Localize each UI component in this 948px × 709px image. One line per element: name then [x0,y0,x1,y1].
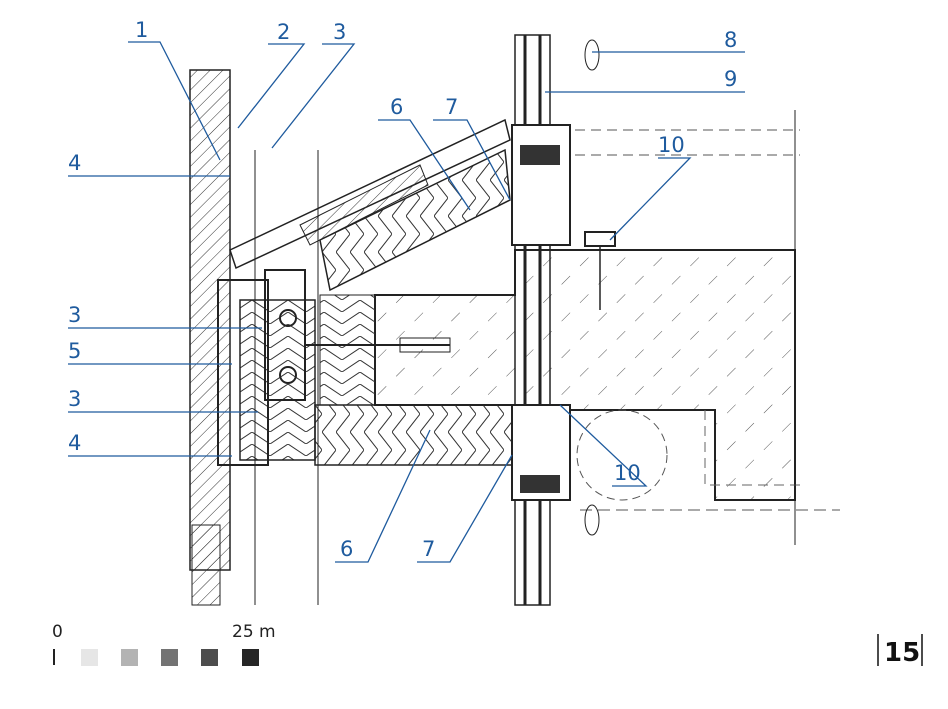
insulation-band [239,294,516,466]
callout-9: 9 [724,67,737,91]
scale-swatch-4 [201,649,218,666]
callout-10b: 10 [614,461,641,485]
callout-8: 8 [724,28,737,52]
interior-ceiling [575,39,840,545]
callout-1: 1 [135,18,148,42]
callout-5: 5 [68,339,81,363]
callout-7a: 7 [445,95,458,119]
scale-end-label: 25 m [232,622,276,642]
scale-swatch-3 [161,649,178,666]
leader-lines [68,41,745,563]
callout-6b: 6 [340,537,353,561]
scale-bar: 0 25 m [52,622,276,666]
callout-10a: 10 [658,133,685,157]
callout-4a: 4 [68,151,81,175]
callout-6a: 6 [390,95,403,119]
masonry-wall [189,69,231,606]
page-number-text: 15 [884,638,920,668]
callout-3b: 3 [68,303,81,327]
callout-labels: 1 2 3 4 3 5 3 4 6 7 8 9 10 10 6 7 [68,18,737,561]
scale-start-label: 0 [52,622,63,642]
scale-tick [53,649,55,665]
callout-4b: 4 [68,431,81,455]
scale-swatch-1 [81,649,98,666]
page-number: 15 [877,634,923,668]
sloped-sill [229,118,511,292]
steel-bracket [217,150,451,605]
callout-3c: 3 [68,387,81,411]
callout-2: 2 [277,20,290,44]
callout-3a: 3 [333,20,346,44]
window-frames [511,34,571,606]
scale-swatch-2 [121,649,138,666]
scale-swatch-5 [242,649,259,666]
callout-7b: 7 [422,537,435,561]
